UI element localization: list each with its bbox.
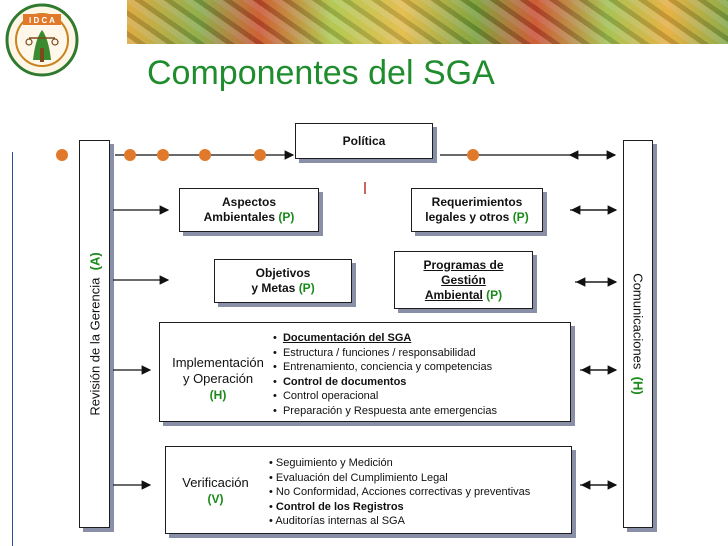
- list-item: • No Conformidad, Acciones correctivas y…: [269, 486, 531, 499]
- verificacion-line1: Verificación: [182, 475, 249, 490]
- left-divider: [12, 152, 13, 546]
- list-item: • Estructura / funciones / responsabilid…: [273, 346, 476, 359]
- implementacion-tag: (H): [209, 388, 227, 402]
- list-item: • Seguimiento y Medición: [269, 457, 393, 469]
- aspectos-line1: Aspectos: [221, 195, 277, 209]
- list-item: • Control de los Registros: [269, 500, 404, 513]
- politica-label: Política: [342, 133, 386, 148]
- politica-box: Política: [295, 123, 433, 159]
- implementacion-list: • Documentación del SGA • Estructura / f…: [273, 331, 568, 418]
- header-banner: [127, 0, 728, 44]
- verificacion-heading: Verificación (V): [168, 474, 263, 508]
- programas-line2: Gestión: [441, 272, 486, 287]
- list-item: • Evaluación del Cumplimiento Legal: [269, 471, 448, 484]
- programas-tag: (P): [486, 287, 503, 302]
- list-item: • Control de documentos: [273, 375, 407, 388]
- revision-gerencia-box: Revisión de la Gerencia (A): [79, 140, 110, 528]
- logo-text: I D C A: [29, 16, 55, 25]
- programas-line1: Programas de: [423, 257, 504, 272]
- programas-line3: Ambiental: [424, 287, 483, 302]
- objetivos-tag: (P): [298, 281, 315, 295]
- implementacion-line2: y Operación: [182, 371, 254, 386]
- objetivos-line2: y Metas: [251, 281, 296, 295]
- aspectos-box: Aspectos Ambientales (P): [179, 188, 319, 232]
- page-title: Componentes del SGA: [147, 54, 495, 92]
- verificacion-box: Verificación (V) • Seguimiento y Medició…: [165, 446, 572, 534]
- list-item: • Entrenamiento, conciencia y competenci…: [273, 361, 493, 373]
- list-item: • Auditorías internas al SGA: [269, 515, 405, 528]
- verificacion-list: • Seguimiento y Medición • Evaluación de…: [269, 456, 569, 529]
- requerimientos-box: Requerimientos legales y otros (P): [411, 188, 543, 232]
- objetivos-line1: Objetivos: [255, 266, 311, 280]
- list-item: • Preparación y Respuesta ante emergenci…: [273, 404, 497, 417]
- logo-seal: I D C A: [5, 2, 79, 78]
- verificacion-tag: (V): [207, 492, 224, 506]
- list-item: • Control operacional: [273, 390, 379, 402]
- requerimientos-tag: (P): [512, 210, 529, 224]
- list-item: • Documentación del SGA: [273, 332, 412, 344]
- requerimientos-line2: legales y otros: [425, 210, 510, 224]
- implementacion-heading: Implementación y Operación (H): [164, 355, 272, 403]
- implementacion-box: Implementación y Operación (H) • Documen…: [159, 322, 571, 422]
- implementacion-line1: Implementación: [172, 355, 264, 370]
- aspectos-line2: Ambientales: [203, 210, 275, 224]
- aspectos-tag: (P): [278, 210, 295, 224]
- requerimientos-line1: Requerimientos: [431, 195, 523, 209]
- programas-box: Programas de Gestión Ambiental (P): [394, 251, 533, 309]
- comunicaciones-box: Comunicaciones (H): [623, 140, 653, 528]
- objetivos-box: Objetivos y Metas (P): [214, 259, 352, 303]
